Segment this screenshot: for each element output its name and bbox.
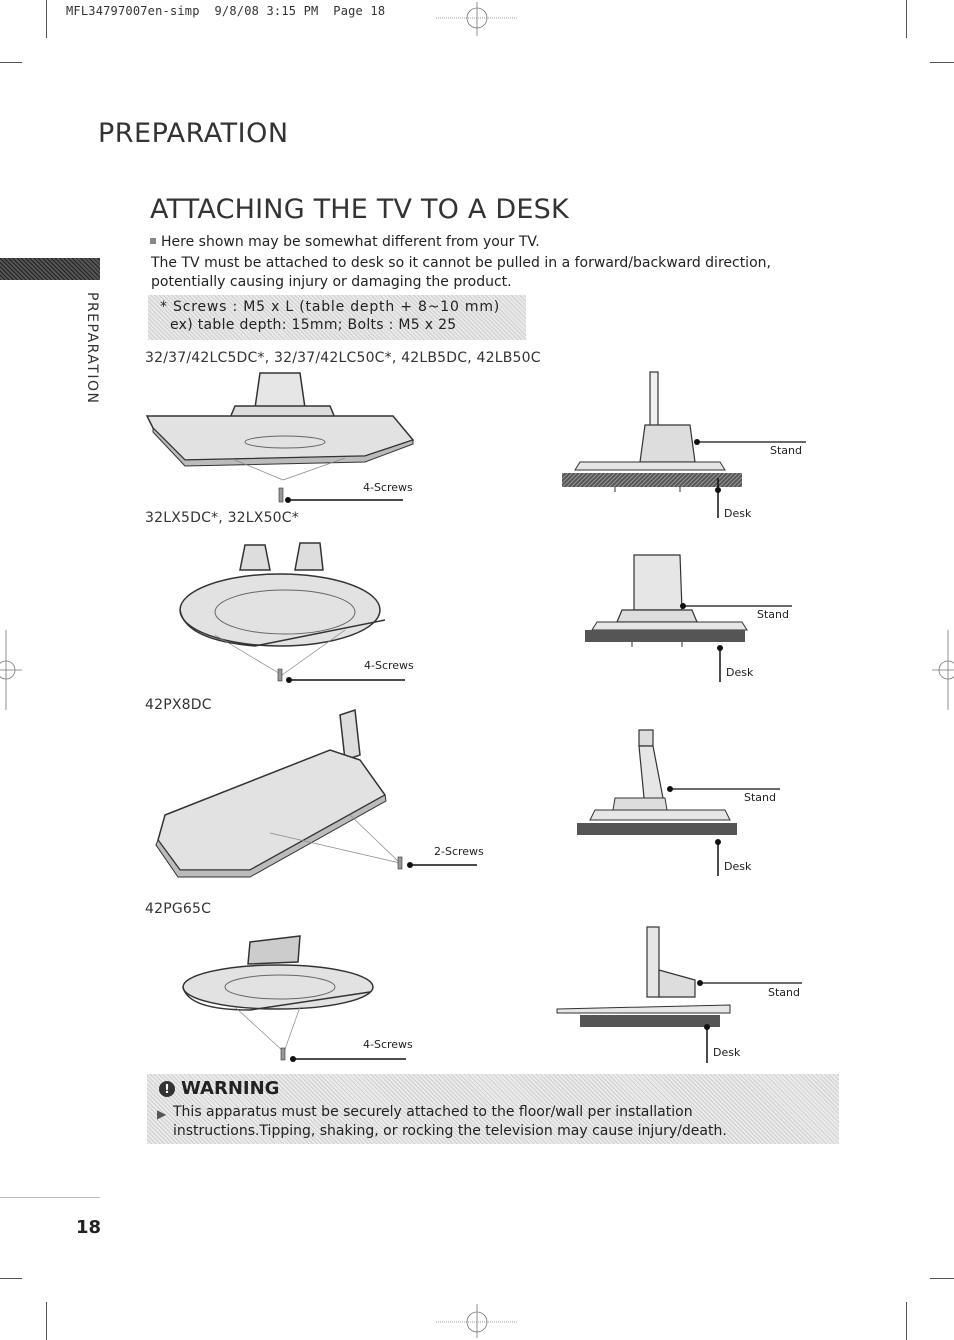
screw-spec-line1: * Screws : M5 x L (table depth + 8~10 mm…: [160, 299, 501, 315]
stand-side-illustration: [585, 554, 792, 682]
screw-spec-line2: ex) table depth: 15mm; Bolts : M5 x 25: [170, 317, 457, 333]
page-divider: [0, 1197, 100, 1198]
stand-bottom-illustration: [145, 372, 415, 503]
screws-label: 2-Screws: [434, 845, 484, 858]
model-label: 42PG65C: [145, 901, 212, 917]
desk-label: Desk: [724, 507, 752, 520]
desk-label: Desk: [724, 860, 752, 873]
page-number: 18: [76, 1217, 102, 1238]
crop-mark: [0, 1278, 22, 1279]
warning-title: WARNING: [181, 1078, 280, 1099]
side-tab-label: PREPARATION: [78, 292, 106, 405]
note-text: Here shown may be somewhat different fro…: [161, 234, 540, 250]
section-title: PREPARATION: [98, 118, 289, 149]
warning-box: ! WARNING ▶ This apparatus must be secur…: [147, 1074, 839, 1144]
crop-mark: [930, 1278, 954, 1279]
warning-text-line2: instructions.Tipping, shaking, or rockin…: [173, 1123, 727, 1139]
stand-bottom-illustration: [179, 542, 405, 683]
warning-icon: !: [159, 1081, 175, 1097]
body-text-line1: The TV must be attached to desk so it ca…: [151, 255, 771, 271]
screws-label: 4-Screws: [363, 1038, 413, 1051]
crop-mark: [0, 62, 22, 63]
model-label: 32LX5DC*, 32LX50C*: [145, 510, 299, 526]
screws-label: 4-Screws: [364, 659, 414, 672]
stand-bottom-illustration: [182, 935, 406, 1062]
stand-bottom-illustration: [155, 708, 477, 878]
model-label: 42PX8DC: [145, 697, 212, 713]
stand-label: Stand: [770, 444, 802, 457]
crop-mark: [906, 0, 907, 38]
stand-side-illustration: [577, 729, 780, 876]
crop-mark: [906, 1302, 907, 1340]
stand-side-illustration: [562, 371, 806, 518]
stand-label: Stand: [768, 986, 800, 999]
arrow-right-icon: ▶: [157, 1107, 167, 1121]
registration-mark-bottom: [436, 1304, 518, 1338]
print-header: MFL34797007en-simp 9/8/08 3:15 PM Page 1…: [66, 4, 386, 18]
crop-mark: [930, 62, 954, 63]
screws-label: 4-Screws: [363, 481, 413, 494]
crop-mark: [46, 0, 47, 38]
model-label: 32/37/42LC5DC*, 32/37/42LC50C*, 42LB5DC,…: [145, 350, 541, 366]
stand-label: Stand: [744, 791, 776, 804]
side-tab-text: PREPARATION: [84, 292, 100, 405]
desk-label: Desk: [726, 666, 754, 679]
screw-spec-box: * Screws : M5 x L (table depth + 8~10 mm…: [148, 295, 526, 340]
note-line: Here shown may be somewhat different fro…: [150, 233, 540, 252]
warning-text-line1: This apparatus must be securely attached…: [173, 1104, 693, 1120]
bullet-icon: [150, 238, 156, 244]
stand-label: Stand: [757, 608, 789, 621]
body-text-line2: potentially causing injury or damaging t…: [151, 274, 512, 290]
desk-label: Desk: [713, 1046, 741, 1059]
stand-side-illustration: [556, 926, 802, 1063]
crop-mark: [46, 1302, 47, 1340]
page-title: ATTACHING THE TV TO A DESK: [150, 194, 569, 225]
registration-mark-top: [436, 2, 518, 36]
registration-mark-right: [932, 630, 954, 710]
side-tab-bar: [0, 258, 100, 280]
registration-mark-left: [0, 630, 22, 710]
